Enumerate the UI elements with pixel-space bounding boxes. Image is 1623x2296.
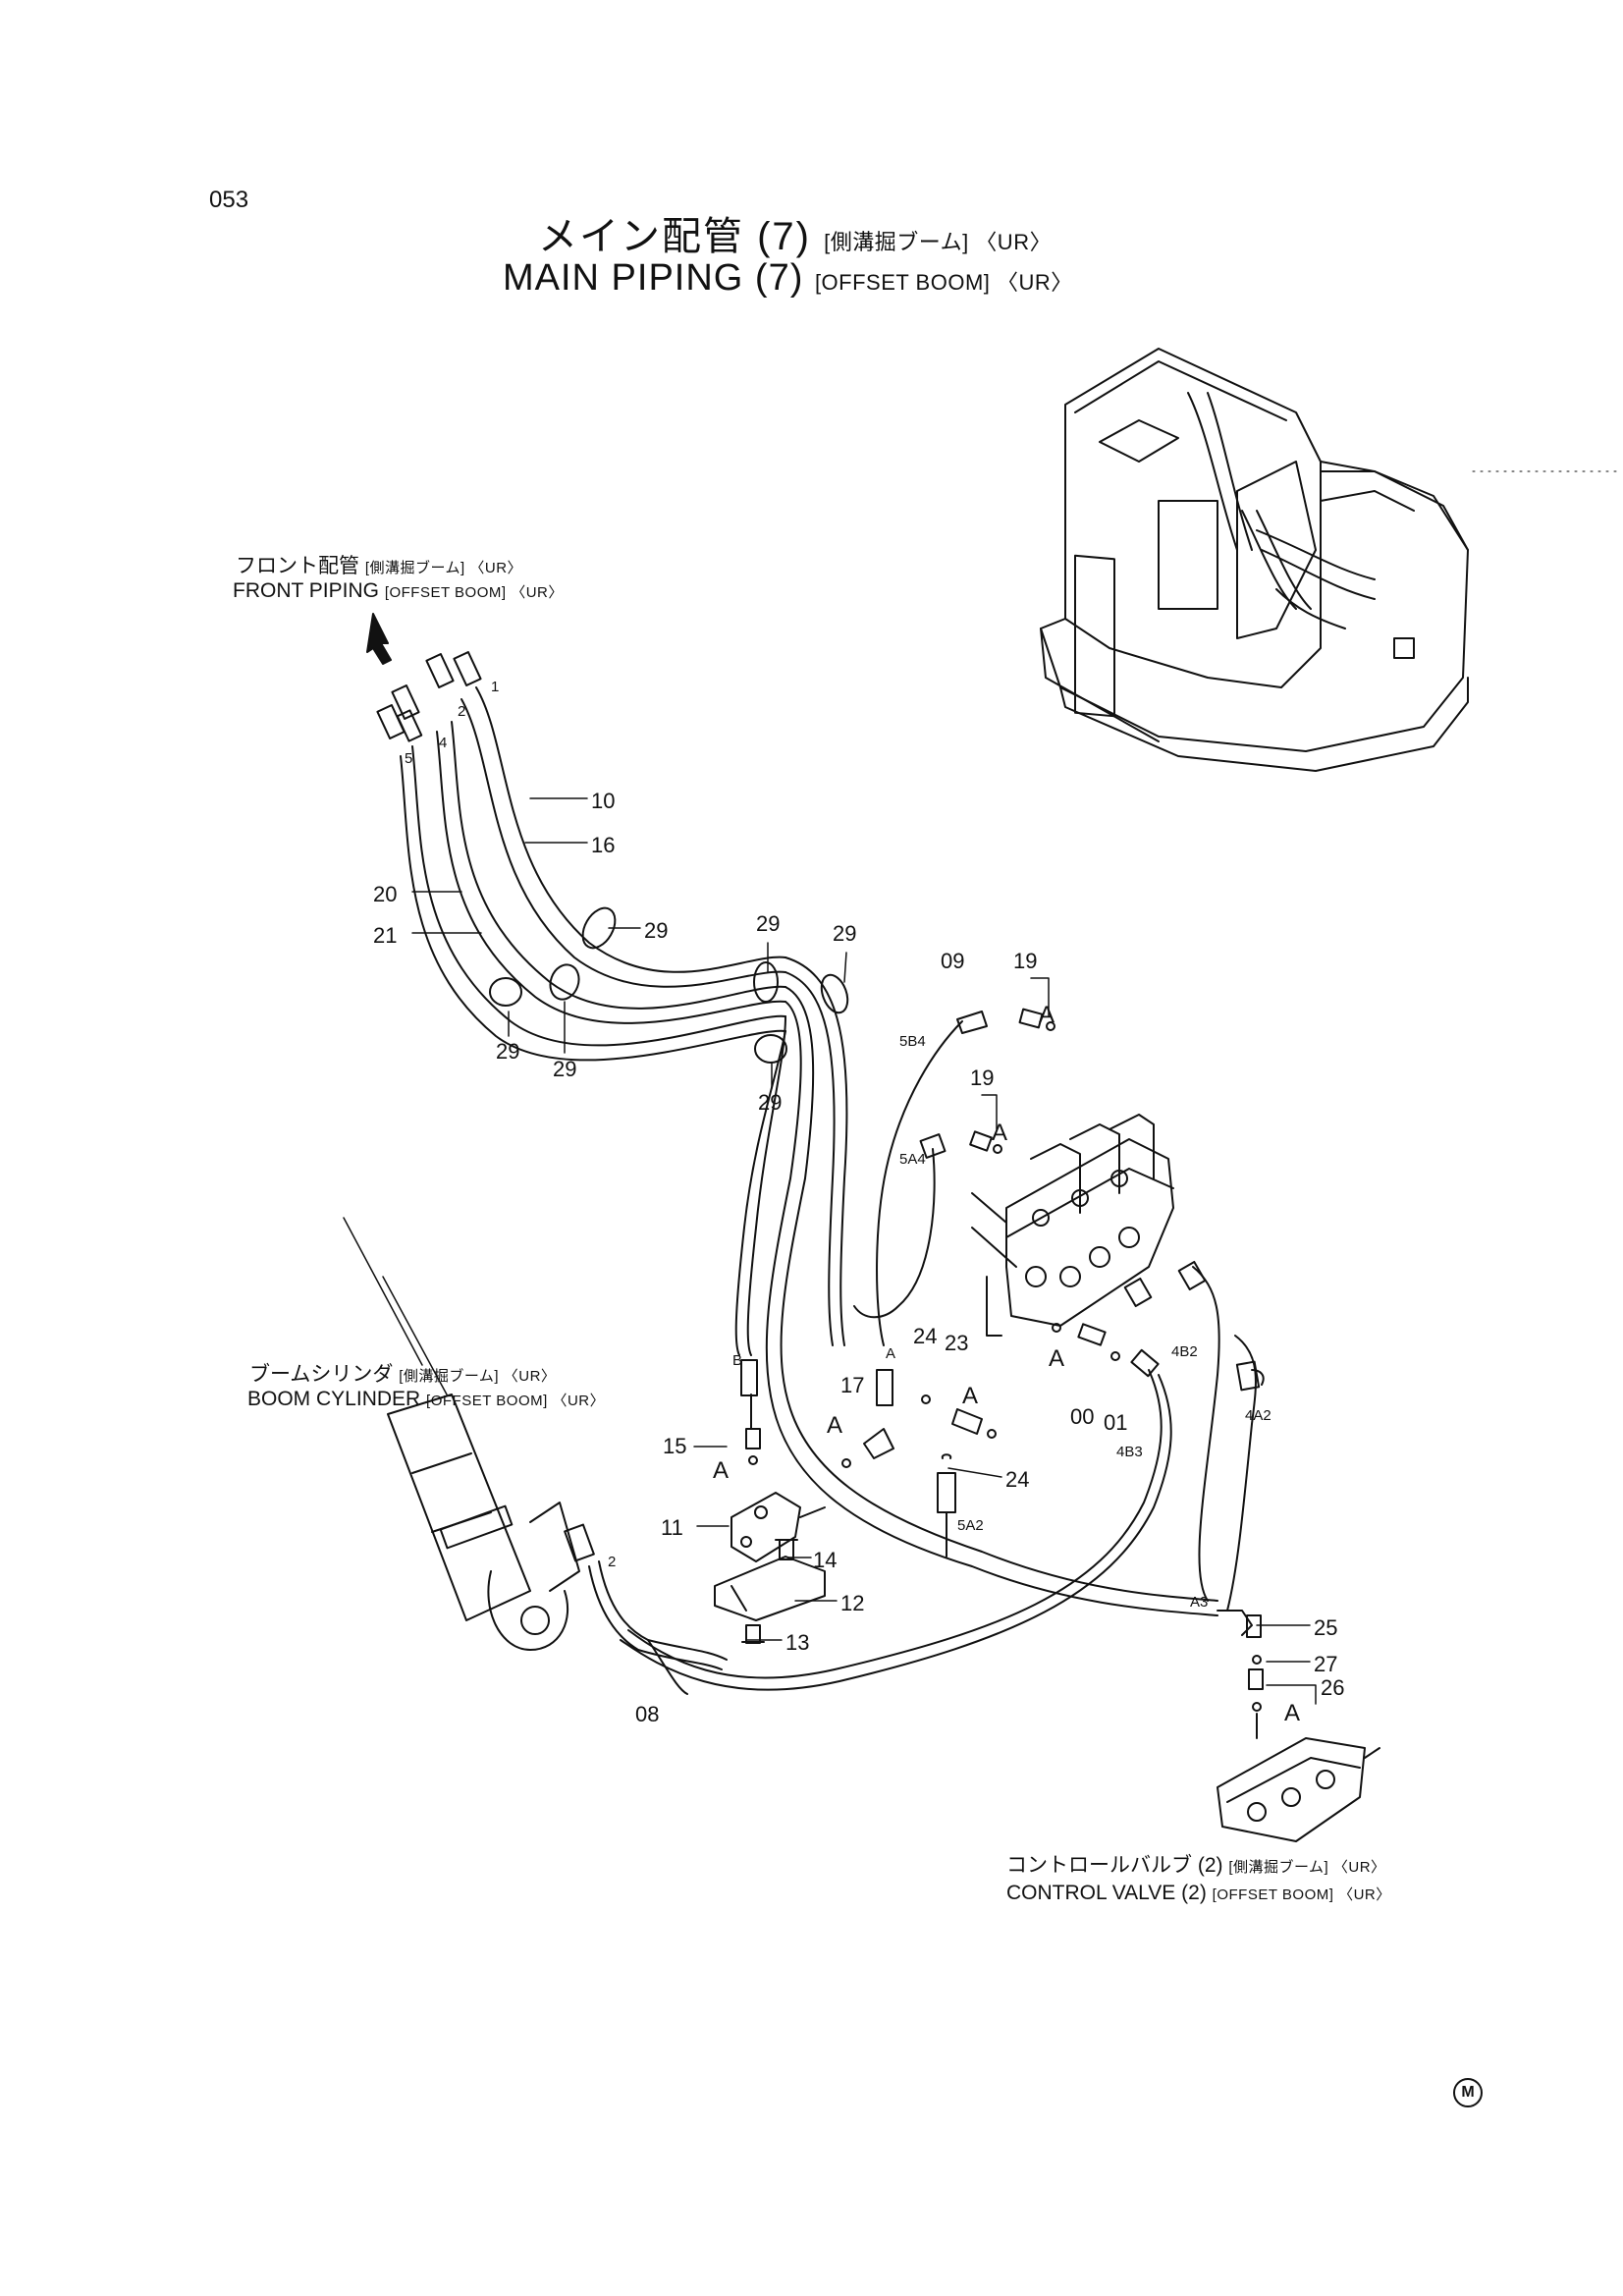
page-number: 053 (209, 187, 249, 213)
callout-24-a: 24 (913, 1324, 938, 1348)
title-en-tag: [OFFSET BOOM] 〈UR〉 (814, 270, 1073, 295)
control-valve-2 (1217, 1610, 1380, 1842)
control-valve-en: CONTROL VALVE (2) (1006, 1882, 1207, 1904)
port-5b4: 5B4 (899, 1033, 926, 1050)
control-valve-en-tag: [OFFSET BOOM] 〈UR〉 (1212, 1886, 1391, 1903)
boom-cylinder-label-en: BOOM CYLINDER [OFFSET BOOM] 〈UR〉 (247, 1388, 605, 1411)
port-5a2: 5A2 (957, 1517, 984, 1534)
front-piping-jp-tag: [側溝掘ブーム] 〈UR〉 (364, 560, 523, 576)
control-valve-label-en: CONTROL VALVE (2) [OFFSET BOOM] 〈UR〉 (1006, 1882, 1391, 1905)
callout-15: 15 (663, 1434, 687, 1458)
boom-cylinder-jp: ブームシリンダ (249, 1363, 394, 1386)
title-jp-tag: [側溝掘ブーム] 〈UR〉 (824, 230, 1053, 254)
hose-bundle (400, 686, 1218, 1616)
callout-25: 25 (1314, 1615, 1338, 1640)
callout-29-c: 29 (833, 921, 857, 946)
callout-19-a: 19 (1013, 949, 1038, 973)
title-en-main: MAIN PIPING (7) (503, 257, 804, 299)
group-mark-a3: A (1049, 1345, 1065, 1372)
right-hoses (620, 1266, 1265, 1691)
front-piping-en: FRONT PIPING (233, 579, 379, 602)
callout-12: 12 (840, 1591, 865, 1615)
group-mark-a6: A (713, 1457, 730, 1484)
callout-13: 13 (785, 1630, 810, 1655)
hose-end-5: 5 (405, 750, 413, 767)
port-4b2: 4B2 (1171, 1343, 1198, 1360)
port-4b3: 4B3 (1116, 1444, 1143, 1460)
front-piping-jp: フロント配管 (236, 555, 359, 577)
boom-cylinder (343, 1217, 728, 1670)
main-control-valve (971, 1114, 1207, 1337)
hose-end-4: 4 (439, 735, 448, 751)
hose-end-2b: 2 (608, 1554, 617, 1570)
callout-17: 17 (840, 1373, 865, 1397)
leader-lines (411, 797, 1317, 1705)
boom-cylinder-jp-tag: [側溝掘ブーム] 〈UR〉 (399, 1368, 557, 1385)
callout-10: 10 (591, 789, 616, 813)
callout-23: 23 (945, 1331, 969, 1355)
title-japanese: メイン配管 (7) [側溝掘ブーム] 〈UR〉 (538, 204, 1052, 261)
boom-cylinder-en-tag: [OFFSET BOOM] 〈UR〉 (426, 1393, 606, 1409)
callout-27: 27 (1314, 1652, 1338, 1676)
front-piping-label-en: FRONT PIPING [OFFSET BOOM] 〈UR〉 (233, 579, 564, 603)
hose-08 (647, 1639, 688, 1695)
hose-end-2: 2 (458, 703, 466, 720)
callout-11: 11 (661, 1515, 683, 1540)
hose-clamps (489, 906, 849, 1064)
callout-09: 09 (941, 949, 965, 973)
hose-fittings-top (376, 651, 482, 742)
valve-fittings (853, 1008, 1160, 1378)
front-piping-arrow (366, 613, 392, 665)
front-piping-label-jp: フロント配管 [側溝掘ブーム] 〈UR〉 (236, 550, 522, 579)
boom-cylinder-en: BOOM CYLINDER (247, 1388, 421, 1410)
callout-24-b: 24 (1005, 1467, 1030, 1492)
group-mark-a5: A (827, 1412, 843, 1439)
group-mark-a4: A (962, 1383, 979, 1409)
hose-end-1: 1 (491, 679, 500, 695)
callout-08: 08 (635, 1702, 660, 1726)
callout-16: 16 (591, 833, 616, 857)
callout-20: 20 (373, 882, 398, 906)
port-5a4: 5A4 (899, 1151, 926, 1168)
callout-21: 21 (373, 923, 398, 948)
group-mark-a2: A (992, 1120, 1008, 1146)
callout-29-b: 29 (756, 911, 781, 936)
front-piping-en-tag: [OFFSET BOOM] 〈UR〉 (384, 584, 564, 601)
footer-m-mark: M (1453, 2078, 1483, 2107)
callout-01: 01 (1104, 1410, 1128, 1435)
title-jp-main: メイン配管 (7) (538, 215, 811, 258)
port-a: A (886, 1345, 896, 1362)
callout-29-e: 29 (553, 1057, 577, 1081)
callout-29-a: 29 (644, 918, 669, 943)
check-valve-assembly (714, 1359, 997, 1644)
boom-cylinder-label-jp: ブームシリンダ [側溝掘ブーム] 〈UR〉 (249, 1358, 556, 1388)
port-b: B (732, 1352, 743, 1369)
callout-19-b: 19 (970, 1066, 995, 1090)
group-mark-a7: A (1284, 1700, 1301, 1726)
callout-00: 00 (1070, 1404, 1095, 1429)
control-valve-jp-tag: [側溝掘ブーム] 〈UR〉 (1228, 1859, 1386, 1876)
title-english: MAIN PIPING (7) [OFFSET BOOM] 〈UR〉 (503, 257, 1073, 300)
excavator-illustration (1040, 348, 1621, 772)
control-valve-jp: コントロールバルブ (2) (1006, 1854, 1223, 1877)
control-valve-label-jp: コントロールバルブ (2) [側溝掘ブーム] 〈UR〉 (1006, 1849, 1386, 1879)
callout-26: 26 (1321, 1675, 1345, 1700)
